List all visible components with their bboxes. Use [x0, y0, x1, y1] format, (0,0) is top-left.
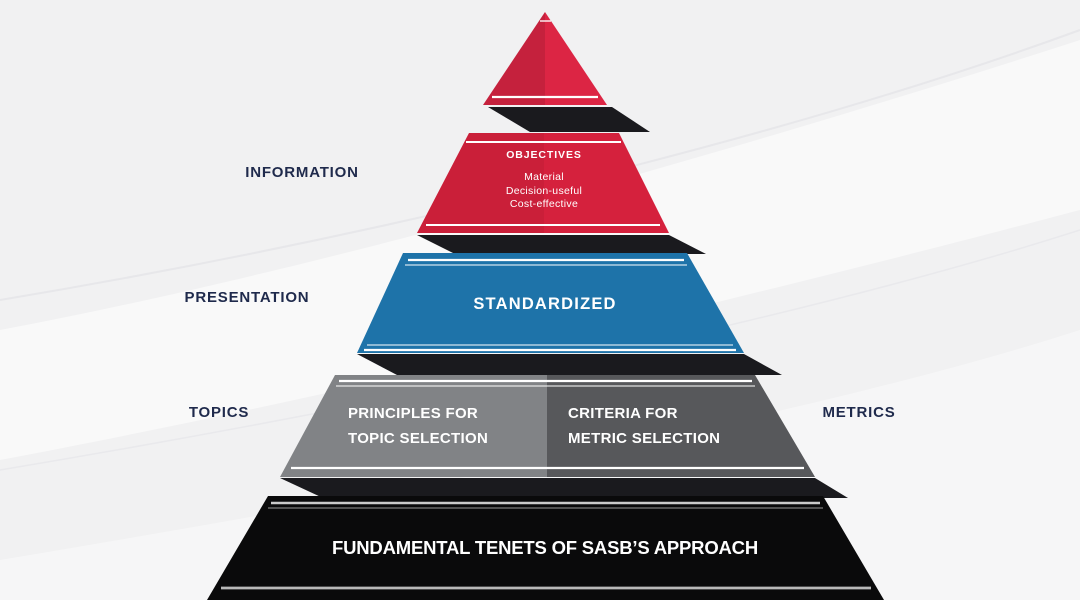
- topics-text: PRINCIPLES FOR TOPIC SELECTION: [348, 402, 558, 451]
- metrics-text-line2: METRIC SELECTION: [568, 429, 721, 447]
- metrics-text: CRITERIA FOR METRIC SELECTION: [568, 402, 778, 451]
- shadow-under-topics: [280, 478, 848, 498]
- label-presentation: PRESENTATION: [184, 289, 310, 306]
- shadow-under-standardized: [357, 354, 782, 375]
- objectives-item: Material: [524, 171, 564, 183]
- apex-triangle: [483, 12, 607, 105]
- objectives-title: OBJECTIVES: [506, 149, 582, 161]
- base-shape: [207, 496, 884, 600]
- topics-metrics-level: [280, 375, 815, 477]
- objectives-items: Material Decision-useful Cost-effective: [444, 171, 644, 212]
- objectives-shape: [417, 133, 669, 233]
- base-level: [207, 496, 884, 600]
- standardized-level: [357, 253, 744, 353]
- standardized-shape: [357, 253, 744, 353]
- apex-left-shade: [483, 12, 545, 105]
- shadow-under-apex: [488, 107, 650, 132]
- standardized-title: STANDARDIZED: [473, 295, 617, 313]
- objectives-item: Cost-effective: [509, 198, 579, 210]
- objectives-item: Decision-useful: [505, 184, 583, 197]
- objectives-left-shade: [417, 133, 544, 233]
- metrics-text-line1: CRITERIA FOR: [568, 405, 678, 422]
- label-information: INFORMATION: [245, 164, 359, 181]
- base-title: FUNDAMENTAL TENETS OF SASB’S APPROACH: [332, 537, 758, 558]
- topics-shape: [280, 375, 547, 477]
- apex-triangle-shape: [483, 12, 607, 105]
- topics-text-line2: TOPIC SELECTION: [348, 429, 489, 447]
- label-topics: TOPICS: [188, 404, 250, 421]
- objectives-level: [417, 133, 669, 233]
- label-metrics: METRICS: [822, 404, 896, 421]
- topics-text-line1: PRINCIPLES FOR: [348, 405, 479, 422]
- metrics-shape: [547, 375, 815, 477]
- shadow-under-objectives: [417, 235, 706, 254]
